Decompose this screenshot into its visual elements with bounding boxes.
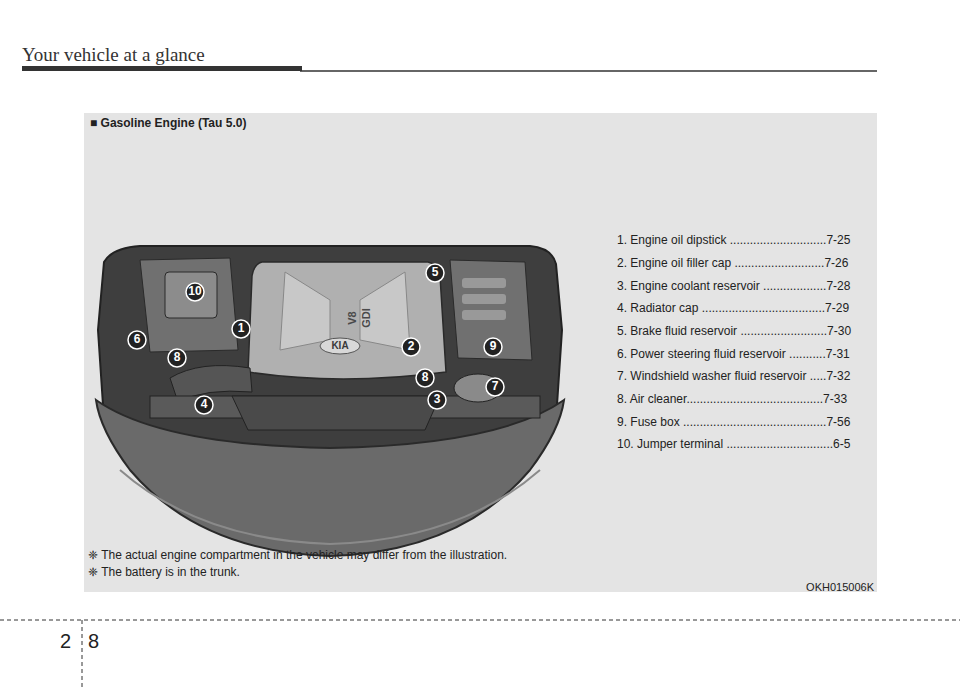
figure-panel <box>84 113 877 592</box>
callout-number: 1 <box>238 322 245 336</box>
footnote: ❈ The battery is in the trunk. <box>88 566 240 580</box>
page-divider <box>82 620 83 689</box>
callout-number: 8 <box>174 351 181 365</box>
footnote: ❈ The actual engine compartment in the v… <box>88 549 507 563</box>
callout-number: 3 <box>434 393 441 407</box>
callout-number: 8 <box>422 371 429 385</box>
page-number: 2 <box>60 630 71 653</box>
parts-list-item: 8. Air cleaner..........................… <box>617 393 847 407</box>
callout-circles <box>128 264 504 414</box>
callout-number: 10 <box>188 285 201 299</box>
parts-list-item: 7. Windshield washer fluid reservoir ...… <box>617 370 850 384</box>
parts-list-item: 6. Power steering fluid reservoir ......… <box>617 348 850 362</box>
engine-badge: GDI <box>360 308 373 328</box>
parts-list-item: 9. Fuse box ............................… <box>617 416 850 430</box>
callout-number: 5 <box>432 266 439 280</box>
section-heading: ■ Gasoline Engine (Tau 5.0) <box>90 117 246 131</box>
callout-number: 2 <box>408 340 415 354</box>
callout-number: 4 <box>201 398 208 412</box>
parts-list-item: 5. Brake fluid reservoir ...............… <box>617 325 851 339</box>
header-rule <box>300 70 877 72</box>
page-header: Your vehicle at a glance <box>22 44 205 66</box>
callout-number: 7 <box>492 380 499 394</box>
parts-list-item: 4. Radiator cap ........................… <box>617 302 849 316</box>
page-number: 8 <box>88 630 99 653</box>
image-code: OKH015006K <box>806 581 874 594</box>
parts-list-item: 2. Engine oil filler cap ...............… <box>617 257 848 271</box>
footer-rule <box>0 620 960 621</box>
callout-number: 9 <box>490 340 497 354</box>
parts-list-item: 10. Jumper terminal ....................… <box>617 438 850 452</box>
callout-number: 6 <box>134 333 141 347</box>
parts-list-item: 1. Engine oil dipstick .................… <box>617 234 850 248</box>
brand-logo: KIA <box>331 340 348 352</box>
header-bar <box>22 66 302 71</box>
parts-list-item: 3. Engine coolant reservoir ............… <box>617 280 850 294</box>
engine-badge: V8 <box>346 311 359 324</box>
engine-bay-illustration <box>96 246 564 556</box>
